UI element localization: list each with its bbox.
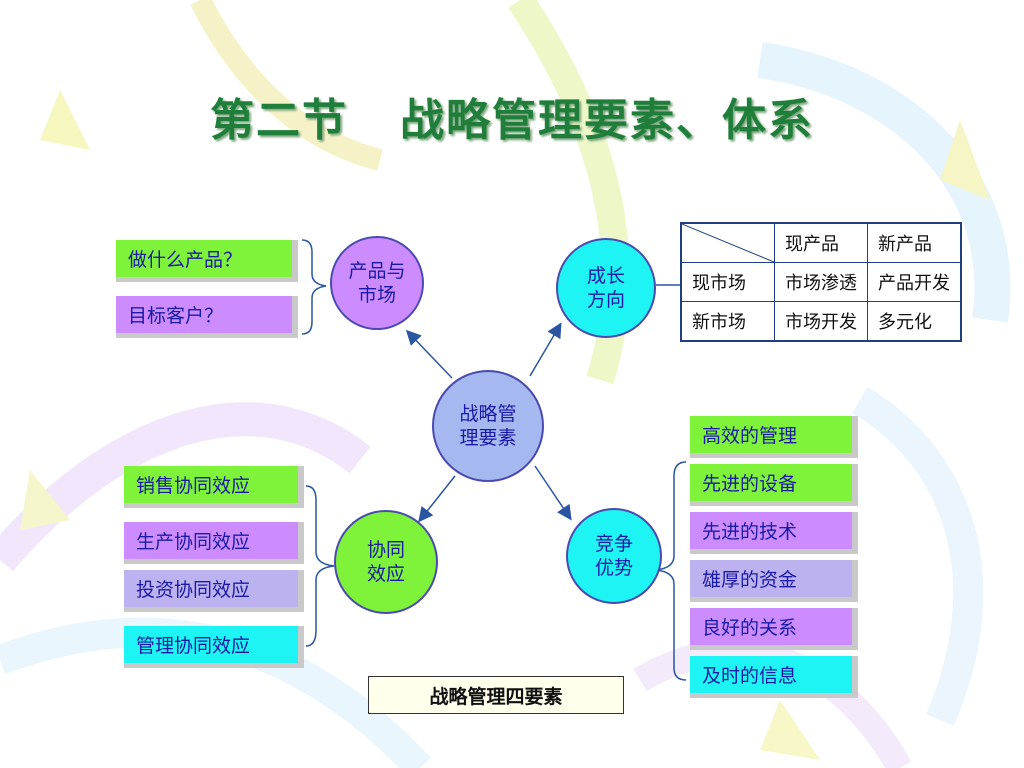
circle-center-label: 战略管 理要素 xyxy=(459,403,517,449)
matrix-header-row: 现产品 新产品 xyxy=(680,222,962,263)
item-advanced-technology: 先进的技术 xyxy=(690,512,858,554)
item-advanced-equipment: 先进的设备 xyxy=(690,464,858,506)
item-efficient-management: 高效的管理 xyxy=(690,416,858,458)
circle-synergy-label: 协同 效应 xyxy=(366,539,405,585)
diagram-caption: 战略管理四要素 xyxy=(368,676,624,714)
matrix-row-header: 现市场 xyxy=(680,262,775,302)
matrix-cell: 产品开发 xyxy=(867,262,962,302)
item-strong-capital: 雄厚的资金 xyxy=(690,560,858,602)
item-sales-synergy: 销售协同效应 xyxy=(124,466,304,508)
circle-competition-label: 竞争 优势 xyxy=(594,533,633,579)
matrix-cell: 市场渗透 xyxy=(774,262,868,302)
item-good-relations: 良好的关系 xyxy=(690,608,858,650)
item-what-product: 做什么产品？ xyxy=(116,240,298,282)
matrix-row: 现市场 市场渗透 产品开发 xyxy=(680,262,962,302)
item-target-customer: 目标客户？ xyxy=(116,296,298,338)
matrix-cell: 多元化 xyxy=(867,301,962,342)
matrix-row: 新市场 市场开发 多元化 xyxy=(680,301,962,342)
item-timely-information: 及时的信息 xyxy=(690,656,858,698)
circle-competition: 竞争 优势 xyxy=(566,508,662,604)
item-production-synergy: 生产协同效应 xyxy=(124,522,304,564)
matrix-row-header: 新市场 xyxy=(680,301,775,342)
matrix-cell: 市场开发 xyxy=(774,301,868,342)
circle-growth-label: 成长 方向 xyxy=(586,265,625,311)
matrix-col-header: 现产品 xyxy=(774,222,868,263)
circle-growth: 成长 方向 xyxy=(556,238,656,338)
slide-title: 第二节 战略管理要素、体系 xyxy=(210,95,814,146)
item-management-synergy: 管理协同效应 xyxy=(124,626,304,668)
circle-center: 战略管 理要素 xyxy=(432,370,544,482)
matrix-corner-cell xyxy=(680,222,775,263)
circle-product-market: 产品与 市场 xyxy=(330,236,424,330)
circle-product-market-label: 产品与 市场 xyxy=(348,260,406,306)
circle-synergy: 协同 效应 xyxy=(334,510,438,614)
growth-matrix-table: 现产品 新产品 现市场 市场渗透 产品开发 新市场 市场开发 多元化 xyxy=(680,222,962,342)
item-investment-synergy: 投资协同效应 xyxy=(124,570,304,612)
matrix-col-header: 新产品 xyxy=(867,222,962,263)
